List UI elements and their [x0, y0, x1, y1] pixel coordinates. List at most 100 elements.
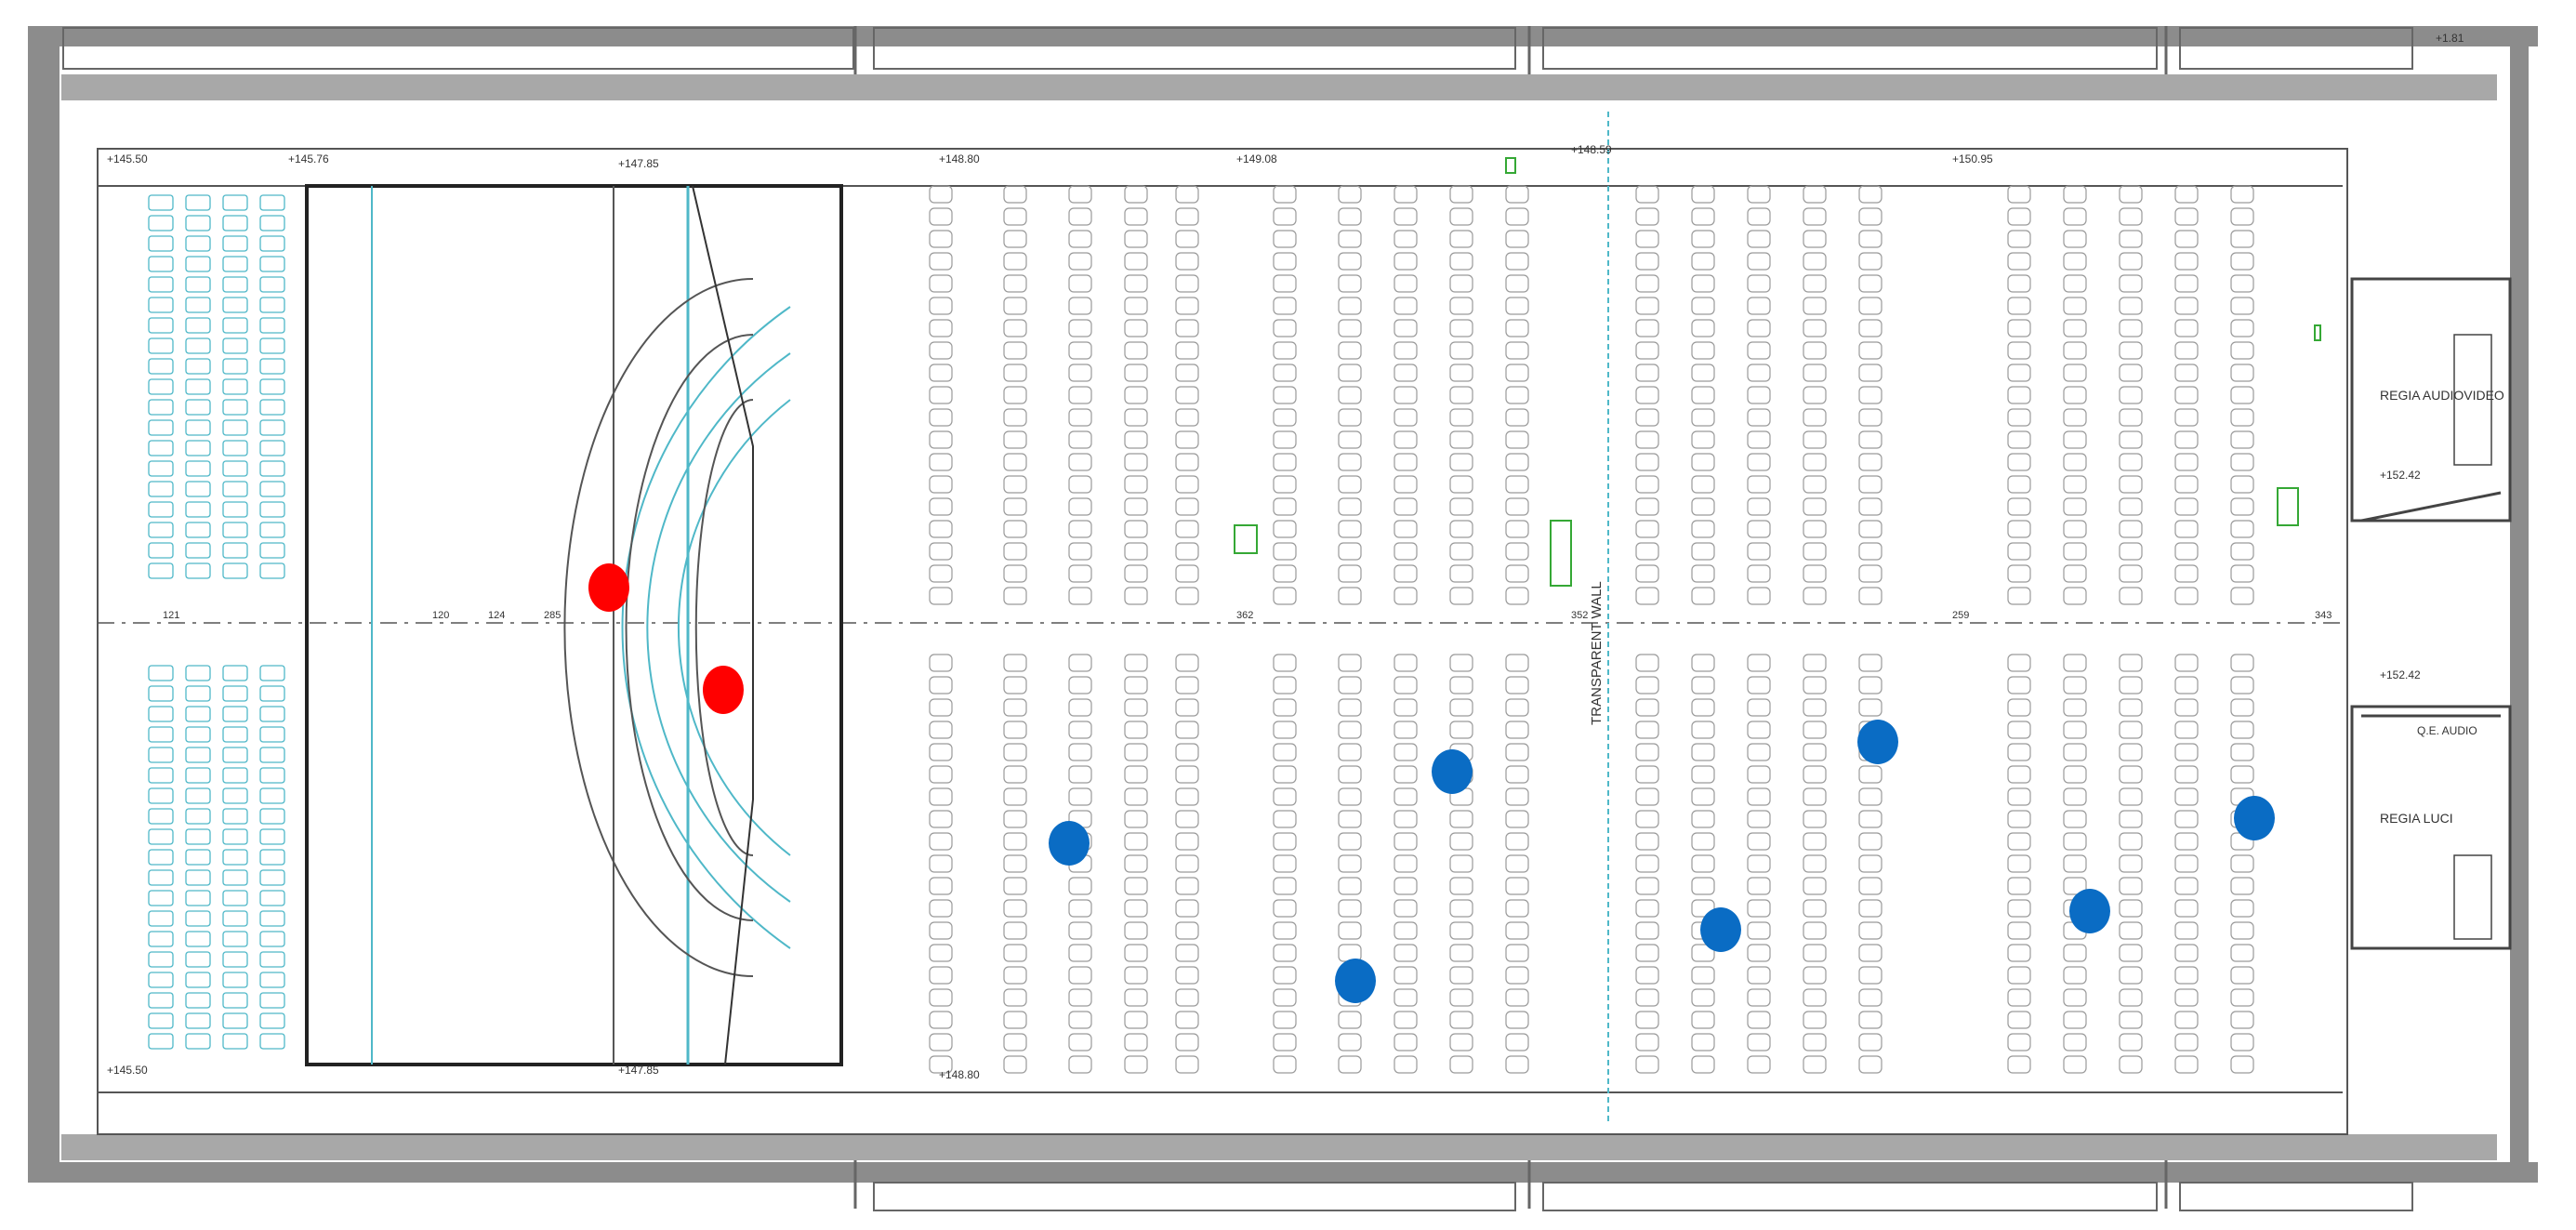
seat — [2119, 1033, 2143, 1051]
seat — [259, 869, 285, 886]
seat — [1449, 185, 1473, 204]
seat — [1747, 1033, 1771, 1051]
seat — [2007, 1055, 2031, 1074]
front-seating — [148, 194, 285, 1050]
seat — [1273, 319, 1297, 337]
seat — [1273, 364, 1297, 382]
source-markers — [588, 563, 744, 714]
seat — [2007, 497, 2031, 516]
seat — [1124, 564, 1148, 583]
seat — [1175, 520, 1199, 538]
seat — [1338, 810, 1362, 828]
seat — [1803, 832, 1827, 851]
seat — [259, 460, 285, 477]
seat — [1338, 743, 1362, 761]
seat — [222, 1012, 248, 1029]
seat — [929, 564, 953, 583]
seat — [1003, 877, 1027, 895]
seat — [2007, 207, 2031, 226]
seat — [1175, 497, 1199, 516]
seat — [1635, 966, 1659, 985]
seat — [1803, 564, 1827, 583]
seat — [1449, 1033, 1473, 1051]
seat — [1858, 854, 1882, 873]
seat — [1124, 297, 1148, 315]
seat — [1273, 810, 1297, 828]
seat — [1505, 765, 1529, 784]
seat — [1635, 944, 1659, 962]
seat — [1124, 475, 1148, 494]
seat — [222, 215, 248, 231]
seat — [2230, 430, 2254, 449]
seat — [1505, 520, 1529, 538]
source-marker — [703, 666, 744, 714]
seat — [148, 256, 174, 272]
elevation-mark: +145.50 — [107, 152, 148, 165]
seat — [2174, 319, 2199, 337]
seat — [2230, 185, 2254, 204]
seat — [1394, 341, 1418, 360]
seat — [1803, 944, 1827, 962]
seat — [1449, 297, 1473, 315]
seat — [1068, 252, 1092, 271]
seat — [1394, 453, 1418, 471]
seat — [1747, 698, 1771, 717]
seat — [2174, 341, 2199, 360]
seat — [929, 810, 953, 828]
seat — [1858, 1033, 1882, 1051]
seat — [1691, 185, 1715, 204]
seat — [2007, 520, 2031, 538]
seat — [1635, 430, 1659, 449]
seat — [1338, 564, 1362, 583]
seat — [222, 194, 248, 211]
seat — [1003, 1055, 1027, 1074]
seat — [1747, 430, 1771, 449]
seat — [1338, 364, 1362, 382]
seat — [1338, 1033, 1362, 1051]
seat — [1803, 475, 1827, 494]
seat — [1747, 364, 1771, 382]
seat — [1858, 564, 1882, 583]
seat — [1691, 877, 1715, 895]
seat — [1449, 944, 1473, 962]
seat — [1338, 408, 1362, 427]
seat — [148, 358, 174, 375]
seat — [2007, 765, 2031, 784]
seat — [2063, 430, 2087, 449]
seat — [1858, 230, 1882, 248]
seat — [1747, 542, 1771, 561]
seat — [1394, 1033, 1418, 1051]
seat — [222, 972, 248, 988]
seat — [2174, 475, 2199, 494]
seat — [148, 972, 174, 988]
seat — [2063, 787, 2087, 806]
seat — [2119, 765, 2143, 784]
seat — [2063, 408, 2087, 427]
seat — [185, 849, 211, 866]
seat — [1449, 430, 1473, 449]
seat — [259, 972, 285, 988]
seat — [259, 828, 285, 845]
dimension-labels: 121 120 124 285 362 352 259 343 — [163, 610, 2332, 621]
seat — [1505, 721, 1529, 739]
seat — [1394, 988, 1418, 1007]
seat — [1003, 520, 1027, 538]
seat — [1747, 297, 1771, 315]
seat — [2174, 654, 2199, 672]
seat — [222, 378, 248, 395]
seat — [929, 899, 953, 918]
seat — [1338, 453, 1362, 471]
seat — [1175, 587, 1199, 605]
seat — [1273, 899, 1297, 918]
seat — [2007, 297, 2031, 315]
seat — [1747, 810, 1771, 828]
seat — [2119, 654, 2143, 672]
seat — [1858, 475, 1882, 494]
seat — [2119, 721, 2143, 739]
seat — [2119, 587, 2143, 605]
seat — [222, 787, 248, 804]
seat — [1747, 988, 1771, 1007]
seat — [929, 520, 953, 538]
seat — [1505, 408, 1529, 427]
seat — [1003, 787, 1027, 806]
